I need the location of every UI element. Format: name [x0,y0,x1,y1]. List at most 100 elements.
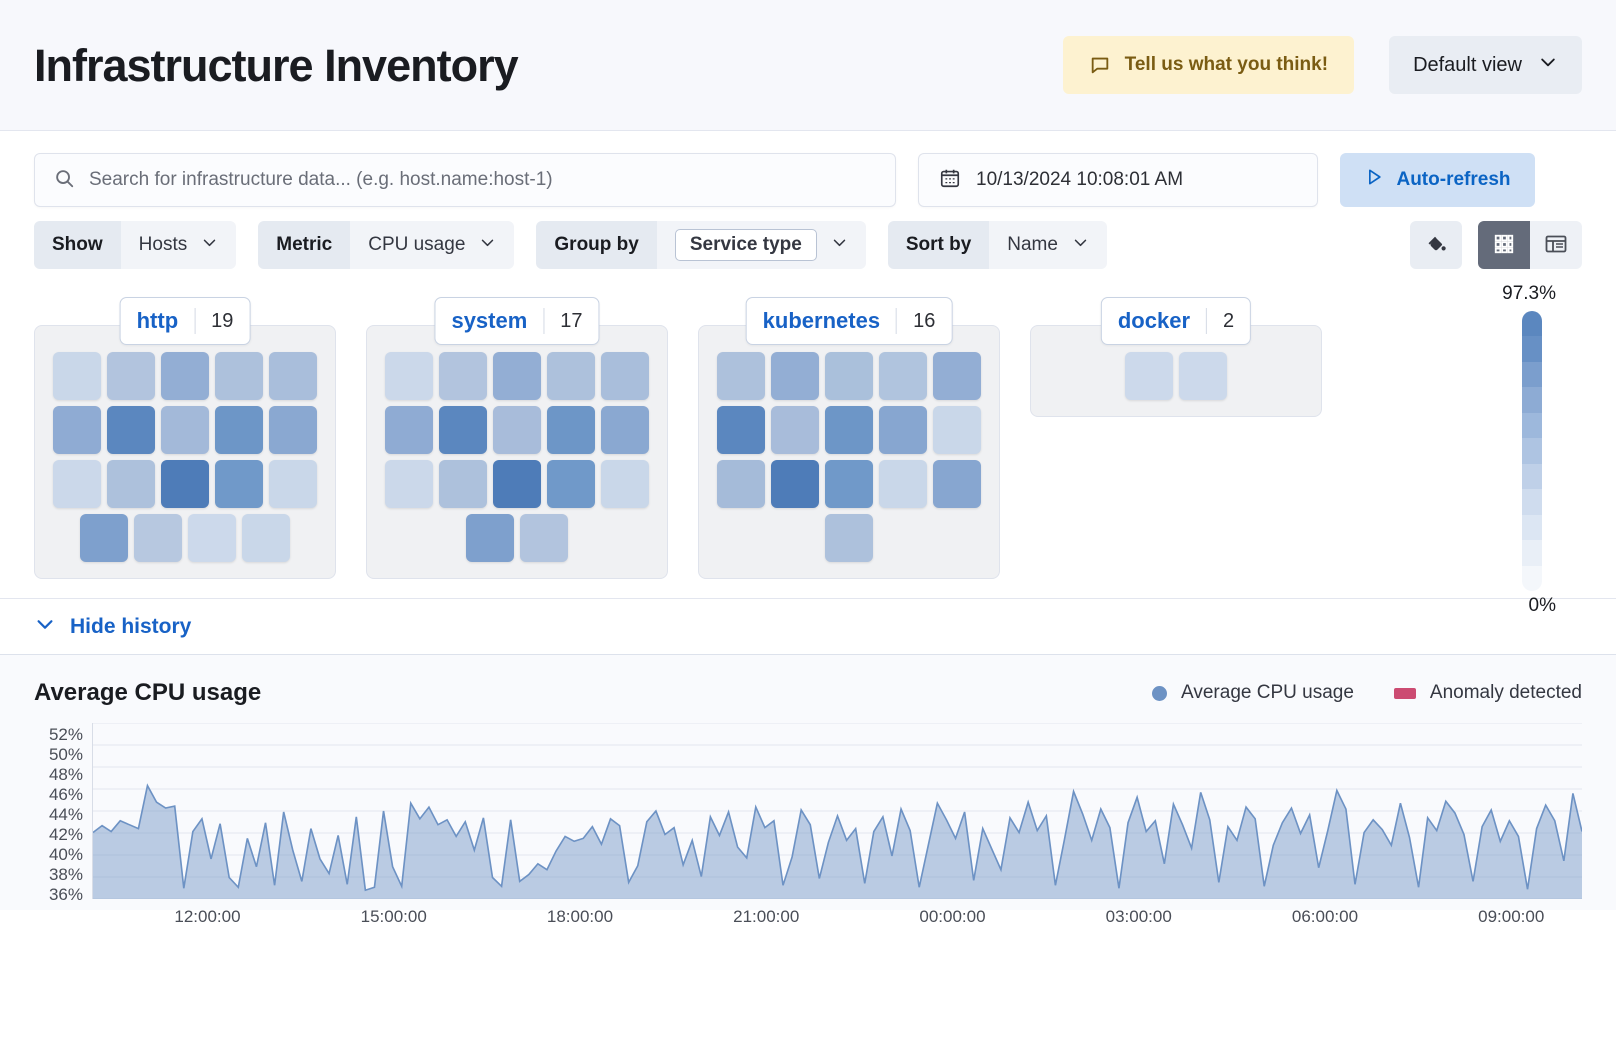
auto-refresh-button[interactable]: Auto-refresh [1340,153,1535,207]
host-tile[interactable] [520,514,568,562]
feedback-button[interactable]: Tell us what you think! [1062,36,1355,94]
host-tile[interactable] [269,406,317,454]
host-tile[interactable] [601,406,649,454]
group-name: kubernetes [762,308,881,333]
chevron-down-icon [831,234,848,257]
host-tile[interactable] [215,460,263,508]
host-tile[interactable] [188,514,236,562]
host-tile[interactable] [80,514,128,562]
hide-history-label: Hide history [70,614,192,638]
host-tile[interactable] [825,514,873,562]
tile-row [385,406,649,454]
host-tile[interactable] [385,352,433,400]
filter-show-value[interactable]: Hosts [120,221,237,269]
legend-label-average-cpu-usage: Average CPU usage [1181,682,1354,703]
chart-plot[interactable] [92,723,1582,899]
filter-sort-by-value[interactable]: Name [989,221,1107,269]
legend-stop [1522,565,1542,591]
host-tile[interactable] [107,352,155,400]
search-input[interactable]: Search for infrastructure data... (e.g. … [34,153,896,207]
date-value: 10/13/2024 10:08:01 AM [976,169,1184,190]
chart-header: Average CPU usage Average CPU usage Anom… [34,679,1582,707]
host-tile[interactable] [933,460,981,508]
host-tile[interactable] [825,352,873,400]
host-tile[interactable] [771,352,819,400]
host-tile[interactable] [771,406,819,454]
tile-row [385,460,649,508]
host-tile[interactable] [53,352,101,400]
host-tile[interactable] [601,460,649,508]
host-tile[interactable] [1179,352,1227,400]
table-view-button[interactable] [1530,221,1582,269]
chart-svg [93,723,1582,899]
host-tile[interactable] [107,460,155,508]
host-tile[interactable] [879,352,927,400]
legend-item-anomaly-detected[interactable]: Anomaly detected [1393,682,1582,704]
hide-history-toggle[interactable]: Hide history [0,599,1616,655]
grid-view-button[interactable] [1478,221,1530,269]
legend-stop [1522,361,1542,388]
group-count: 17 [543,308,598,334]
host-tile[interactable] [161,406,209,454]
legend-item-average-cpu-usage[interactable]: Average CPU usage [1152,682,1354,704]
host-tile[interactable] [933,406,981,454]
host-tile[interactable] [601,352,649,400]
host-tile[interactable] [493,406,541,454]
host-tile[interactable] [269,352,317,400]
host-tile[interactable] [547,406,595,454]
page-header: Infrastructure Inventory Tell us what yo… [0,0,1616,131]
host-tile[interactable] [466,514,514,562]
host-tile[interactable] [493,460,541,508]
host-tile[interactable] [879,406,927,454]
y-tick-label: 44% [48,805,83,824]
host-tile[interactable] [1125,352,1173,400]
host-tile[interactable] [879,460,927,508]
header-actions: Tell us what you think! Default view [1062,36,1582,94]
host-tile[interactable] [439,406,487,454]
host-tile[interactable] [493,352,541,400]
y-tick-label: 36% [48,885,83,904]
legend-stop [1522,412,1542,439]
host-tile[interactable] [771,460,819,508]
auto-refresh-label: Auto-refresh [1396,169,1511,190]
host-tile[interactable] [825,406,873,454]
chart-line [93,783,1582,892]
host-tile[interactable] [717,406,765,454]
host-tile[interactable] [107,406,155,454]
table-view-icon [1544,232,1568,259]
host-tile[interactable] [547,460,595,508]
host-tile[interactable] [547,352,595,400]
color-fill-button[interactable] [1410,221,1462,269]
host-tile[interactable] [439,460,487,508]
host-tile[interactable] [385,406,433,454]
host-tile[interactable] [269,460,317,508]
host-tile[interactable] [53,460,101,508]
grid-view-icon [1493,233,1515,258]
host-tile[interactable] [717,460,765,508]
host-tile[interactable] [717,352,765,400]
y-tick-label: 38% [48,865,83,884]
view-selector-button[interactable]: Default view [1389,36,1582,94]
filter-metric-text: CPU usage [368,234,466,255]
host-tile[interactable] [134,514,182,562]
host-tile[interactable] [161,352,209,400]
host-tile[interactable] [933,352,981,400]
host-tile[interactable] [242,514,290,562]
filter-group-by-value[interactable]: Service type [656,221,866,269]
host-tile[interactable] [215,406,263,454]
host-tile[interactable] [215,352,263,400]
filter-metric-value[interactable]: CPU usage [350,221,515,269]
filter-group-by-label: Group by [536,221,657,269]
host-tile[interactable] [439,352,487,400]
date-picker[interactable]: 10/13/2024 10:08:01 AM [918,153,1318,207]
host-tile[interactable] [825,460,873,508]
host-tile[interactable] [161,460,209,508]
tile-row [717,514,981,562]
host-tile[interactable] [53,406,101,454]
host-tile[interactable] [385,460,433,508]
